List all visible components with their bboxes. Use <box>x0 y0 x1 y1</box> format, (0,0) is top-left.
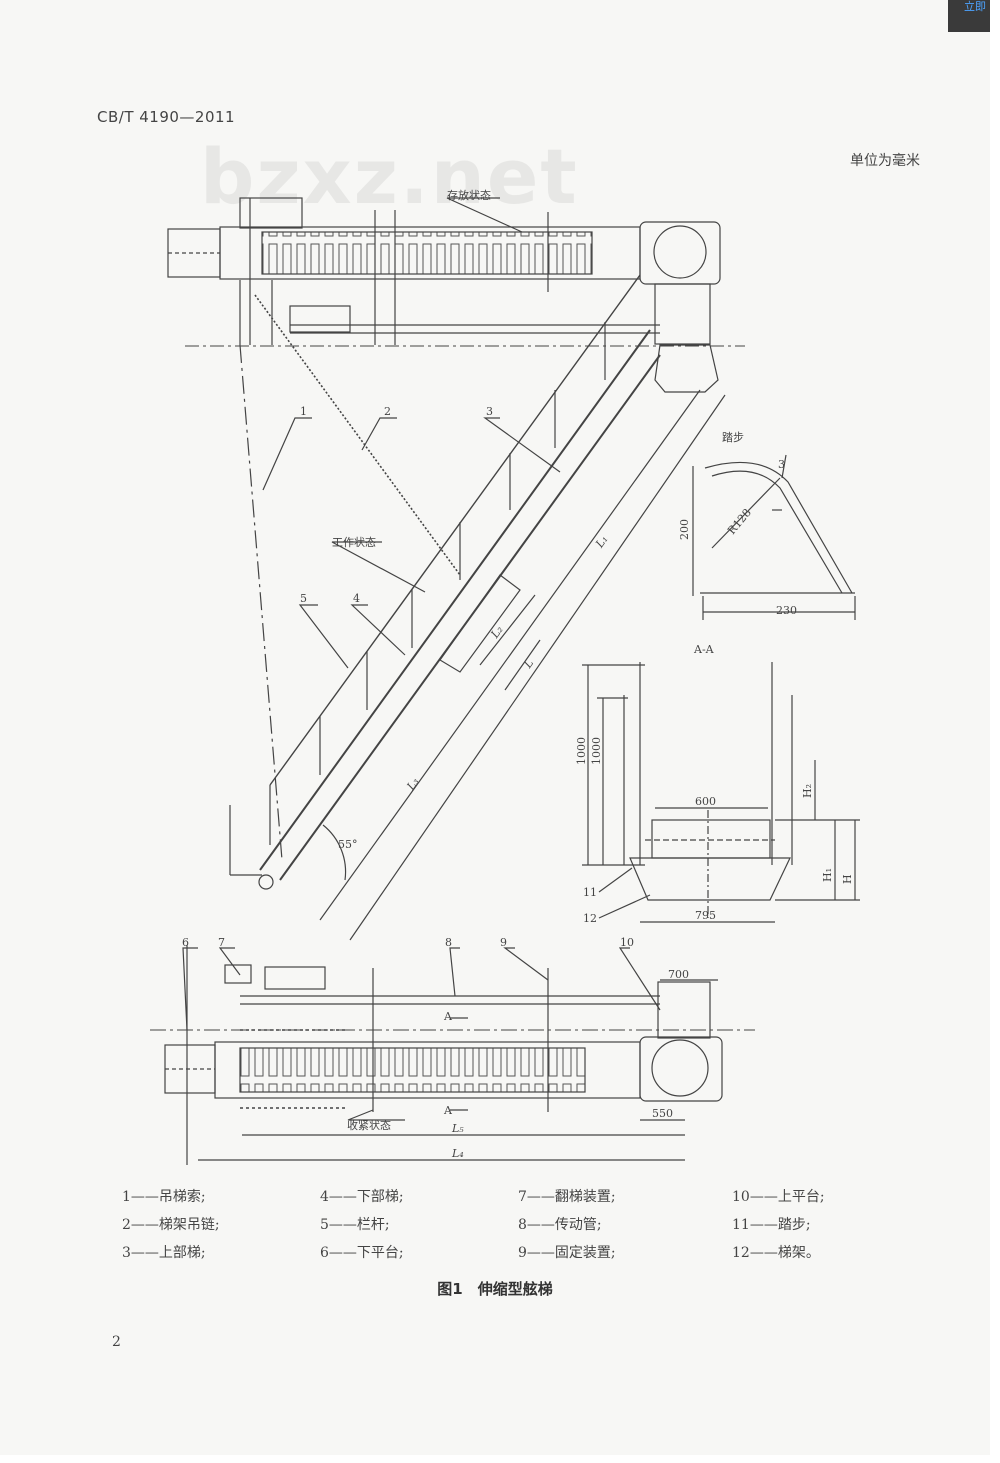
plan-l5: L₅ <box>451 1122 464 1135</box>
legend-item: 3——上部梯; <box>122 1245 206 1261</box>
rail-height-1: 1000 <box>575 737 588 765</box>
legend-column-2: 4——下部梯; 5——栏杆; 6——下平台; <box>320 1183 404 1267</box>
plan-l4: L₄ <box>451 1147 464 1160</box>
length-l2: L₂ <box>488 623 506 641</box>
section-outer-width: 795 <box>695 909 716 922</box>
length-l: L <box>521 657 536 671</box>
section-mark-bottom: A <box>443 1104 453 1117</box>
figure-caption: 图1 伸缩型舷梯 <box>437 1280 553 1298</box>
corner-tab[interactable]: 立即 <box>948 0 990 32</box>
corner-tab-label: 立即 <box>964 0 986 13</box>
retracted-plan <box>150 945 755 1165</box>
callout-7: 7 <box>218 936 225 949</box>
callout-12: 12 <box>583 912 597 925</box>
ladder-technical-drawing: 存放状态 工作状态 收紧状态 55° 1 2 3 4 5 6 7 8 9 10 … <box>150 188 860 1165</box>
legend-item: 4——下部梯; <box>320 1189 404 1205</box>
legend-item: 5——栏杆; <box>320 1217 390 1233</box>
label-stowed: 存放状态 <box>447 188 491 202</box>
section-h: H <box>841 874 854 884</box>
callout-1: 1 <box>300 405 307 418</box>
working-ladder <box>229 197 726 941</box>
stowed-ladder <box>167 197 745 393</box>
label-working: 工作状态 <box>332 535 376 549</box>
page-number: 2 <box>112 1334 121 1350</box>
step-title: 踏步 <box>722 430 744 444</box>
plan-dim-700: 700 <box>668 968 689 981</box>
callout-6: 6 <box>182 936 189 949</box>
unit-note: 单位为毫米 <box>850 153 920 169</box>
label-retracted: 收紧状态 <box>347 1118 391 1132</box>
section-mark-top: A <box>443 1010 453 1023</box>
legend-item: 7——翻梯装置; <box>518 1189 616 1205</box>
rail-height-2: 1000 <box>590 737 603 765</box>
step-width: 230 <box>776 604 797 617</box>
callout-4: 4 <box>353 592 360 605</box>
step-thickness: 3 <box>778 458 785 471</box>
step-height: 200 <box>678 519 691 540</box>
step-radius: R128 <box>725 506 754 537</box>
step-detail <box>692 454 856 620</box>
legend-item: 2——梯架吊链; <box>122 1217 220 1233</box>
callout-9: 9 <box>500 936 507 949</box>
length-l3: L₃ <box>404 775 422 793</box>
legend-column-1: 1——吊梯索; 2——梯架吊链; 3——上部梯; <box>122 1183 220 1267</box>
callout-5: 5 <box>300 592 307 605</box>
standard-code: CB/T 4190—2011 <box>97 108 236 126</box>
legend-item: 10——上平台; <box>732 1189 825 1205</box>
callout-11: 11 <box>583 886 597 899</box>
legend-item: 6——下平台; <box>320 1245 404 1261</box>
plan-dim-550: 550 <box>652 1107 673 1120</box>
legend-item: 12——梯架。 <box>732 1245 820 1261</box>
watermark: bzxz.net <box>200 132 579 221</box>
callout-10: 10 <box>620 936 634 949</box>
callout-3: 3 <box>486 405 493 418</box>
legend-item: 1——吊梯索; <box>122 1189 206 1205</box>
callout-8: 8 <box>445 936 452 949</box>
section-h1: H₁ <box>821 868 834 882</box>
angle-label: 55° <box>338 838 358 851</box>
section-title: A-A <box>693 643 715 656</box>
section-inner-width: 600 <box>695 795 716 808</box>
callout-2: 2 <box>384 405 391 418</box>
legend-column-4: 10——上平台; 11——踏步; 12——梯架。 <box>732 1183 825 1267</box>
legend-column-3: 7——翻梯装置; 8——传动管; 9——固定装置; <box>518 1183 616 1267</box>
legend-item: 9——固定装置; <box>518 1245 616 1261</box>
legend-item: 11——踏步; <box>732 1217 811 1233</box>
length-l1: L₁ <box>593 533 611 551</box>
section-aa <box>582 662 860 923</box>
legend-item: 8——传动管; <box>518 1217 602 1233</box>
section-h2: H₂ <box>801 784 814 798</box>
